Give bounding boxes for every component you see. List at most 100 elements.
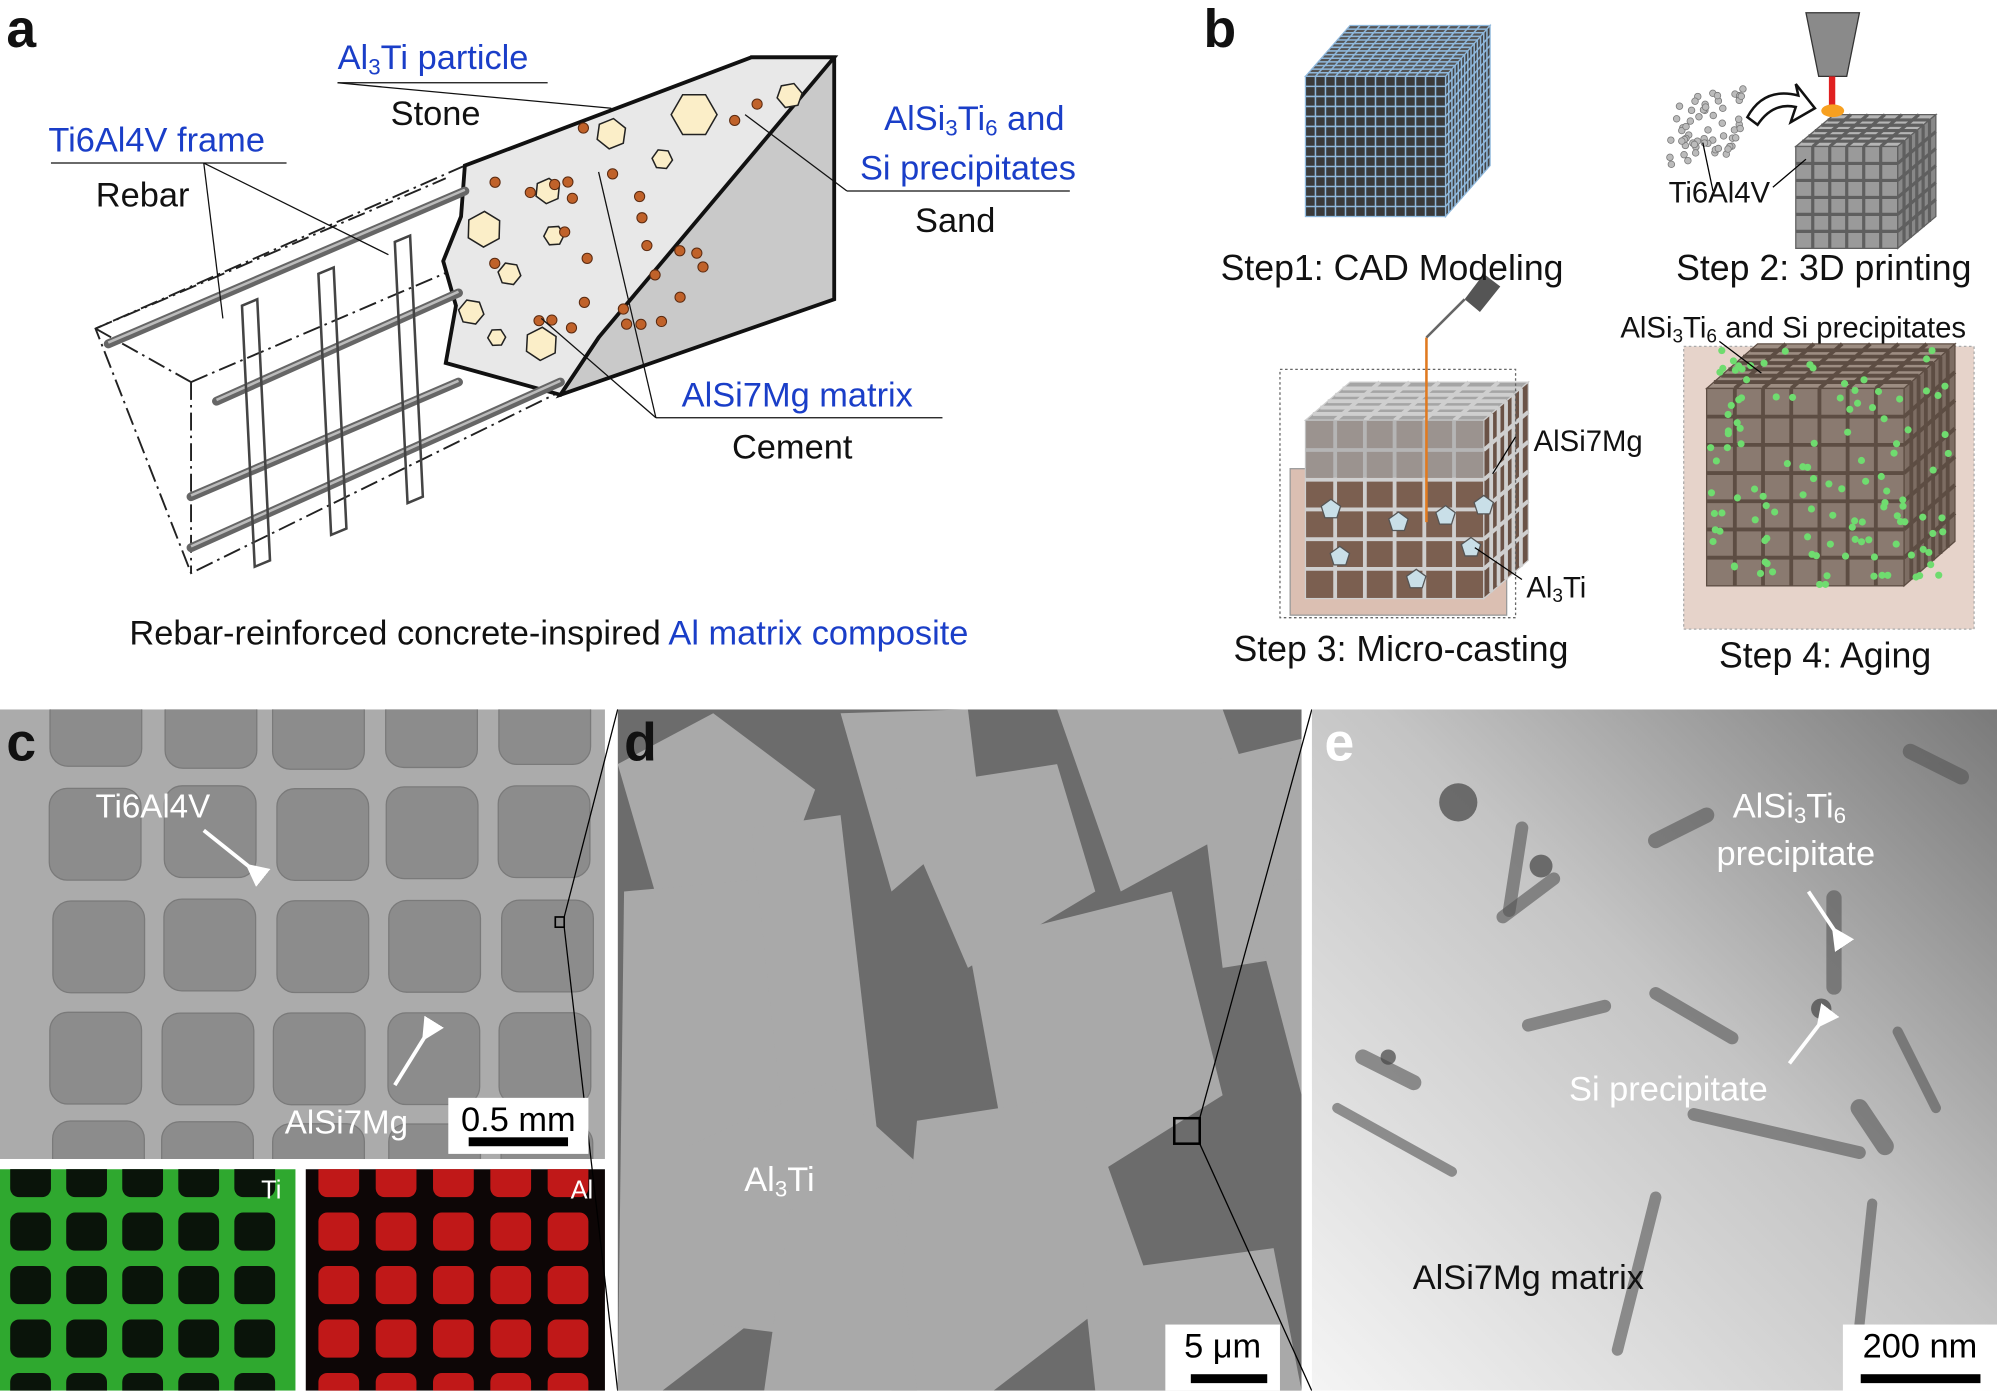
- concrete-fracture-face: [441, 55, 839, 398]
- precipitate-dot: [1870, 553, 1878, 561]
- label-alsi3ti6-and: AlSi3Ti6 and: [884, 99, 1065, 141]
- precipitate-dot: [1710, 509, 1718, 518]
- precipitate-dot: [1851, 535, 1859, 543]
- precipitate-dot: [1829, 511, 1837, 519]
- grid-line: [1444, 155, 1491, 208]
- precipitate-dot: [1922, 355, 1931, 363]
- precipitate-dot: [1934, 391, 1942, 400]
- precipitate-rod: [1892, 1026, 1941, 1114]
- precipitate-dot: [1941, 430, 1949, 439]
- powder-particle: [1739, 85, 1747, 93]
- leader-line: [1718, 340, 1762, 374]
- aggregate-particles: [457, 82, 803, 362]
- grid-line: [1902, 511, 1957, 560]
- ti-map-cell: [178, 1212, 220, 1251]
- matrix-cell: [49, 709, 143, 767]
- grid-line: [1444, 105, 1491, 157]
- precipitate-dot: [1810, 439, 1818, 447]
- precipitate-dot: [1729, 357, 1737, 365]
- ti-map-cell: [10, 1265, 51, 1305]
- precipitate-dot: [1771, 508, 1779, 516]
- mold-outline: [1279, 368, 1517, 619]
- precipitate-dot: [1821, 580, 1830, 588]
- precipitate-dot: [1730, 563, 1739, 571]
- label-al3ti-particle: Al3Ti particle: [337, 38, 529, 80]
- ti-map-cell: [122, 1372, 164, 1391]
- scale-bar-label: 0.5 mm: [461, 1100, 576, 1139]
- sand-particle: [620, 318, 633, 330]
- powder-particle: [1724, 145, 1732, 153]
- matrix-cell: [388, 899, 482, 993]
- precipitate-dot: [1816, 580, 1824, 588]
- precipitate-dot: [1763, 534, 1771, 542]
- label-sand: Sand: [915, 201, 996, 240]
- precipitate-dot: [1893, 512, 1901, 520]
- sand-particle: [617, 303, 629, 315]
- precipitate-dot: [1881, 499, 1889, 507]
- ti-map-cell: [234, 1265, 276, 1305]
- precipitate-dot: [1892, 440, 1901, 448]
- precipitate-dot: [1896, 395, 1904, 403]
- powder-particle: [1737, 92, 1746, 100]
- label-al3ti: Al3Ti: [1526, 570, 1587, 608]
- precipitate-dot: [1724, 410, 1732, 419]
- cad-lattice-cube: [1304, 23, 1492, 219]
- al3ti-grain: [891, 1095, 1147, 1391]
- precipitate-dot: [1789, 393, 1797, 401]
- eds-map-al: [305, 1169, 605, 1391]
- precipitate-dot: [1851, 386, 1859, 394]
- eds-map-ti: [0, 1169, 296, 1391]
- tem-micrograph-e: [1311, 709, 1997, 1391]
- precipitate-dot: [1736, 424, 1744, 432]
- precipitate-dot: [1727, 401, 1735, 409]
- powder-particle: [1691, 97, 1699, 105]
- powder-particle: [1719, 104, 1727, 113]
- leader-line: [1702, 142, 1714, 192]
- rebar-frame: [103, 186, 565, 569]
- precipitate-rod: [1687, 1108, 1866, 1159]
- precipitate-dot: [1799, 491, 1807, 499]
- precipitate-rod: [1521, 999, 1612, 1032]
- al3ti-grain: [1248, 878, 1302, 1096]
- al-map-cell: [375, 1319, 417, 1358]
- precipitate-dot: [1806, 361, 1814, 369]
- powder-particle: [1709, 111, 1717, 120]
- label-rebar: Rebar: [95, 175, 190, 214]
- precipitate-dot: [1836, 394, 1844, 402]
- precipitate-dot: [1716, 368, 1724, 376]
- sand-particle: [533, 315, 545, 327]
- precipitate-dot: [1899, 496, 1907, 504]
- matrix-cell: [161, 1012, 255, 1106]
- sand-particle: [489, 176, 501, 188]
- al3ti-grain: [764, 1184, 917, 1391]
- arrow: [1787, 1003, 1840, 1065]
- ti-map-cell: [178, 1169, 220, 1198]
- precipitate-dot: [1877, 472, 1885, 481]
- grid-line: [1444, 125, 1491, 177]
- precipitate-dot: [1743, 376, 1751, 384]
- map-label-al: Al: [570, 1176, 594, 1205]
- powder-particle: [1701, 103, 1710, 111]
- panel-label-b: b: [1203, 0, 1237, 59]
- precipitate-dot: [1939, 528, 1947, 536]
- ti-map-cell: [178, 1265, 220, 1305]
- leader-line: [1474, 547, 1523, 581]
- precipitate-dot: [1904, 426, 1912, 434]
- al-map-cell: [433, 1212, 474, 1251]
- precipitate-dot: [1916, 572, 1924, 580]
- al-map-cell: [490, 1169, 532, 1198]
- al-map-cell: [433, 1265, 474, 1305]
- ti-map-cell: [66, 1212, 107, 1251]
- ti-map-cell: [66, 1319, 107, 1358]
- al-map-cell: [490, 1372, 532, 1391]
- ti-map-cell: [66, 1372, 107, 1391]
- ladle-arm: [1425, 298, 1466, 339]
- sand-particle: [489, 257, 501, 269]
- al3ti-particle: [1387, 511, 1409, 532]
- sand-particle: [636, 212, 648, 224]
- grid-line: [1444, 145, 1491, 198]
- precipitate-dot: [1929, 529, 1937, 537]
- precipitate-dot: [1844, 428, 1852, 436]
- sand-particle: [655, 315, 668, 328]
- ti-map-cell: [178, 1372, 220, 1391]
